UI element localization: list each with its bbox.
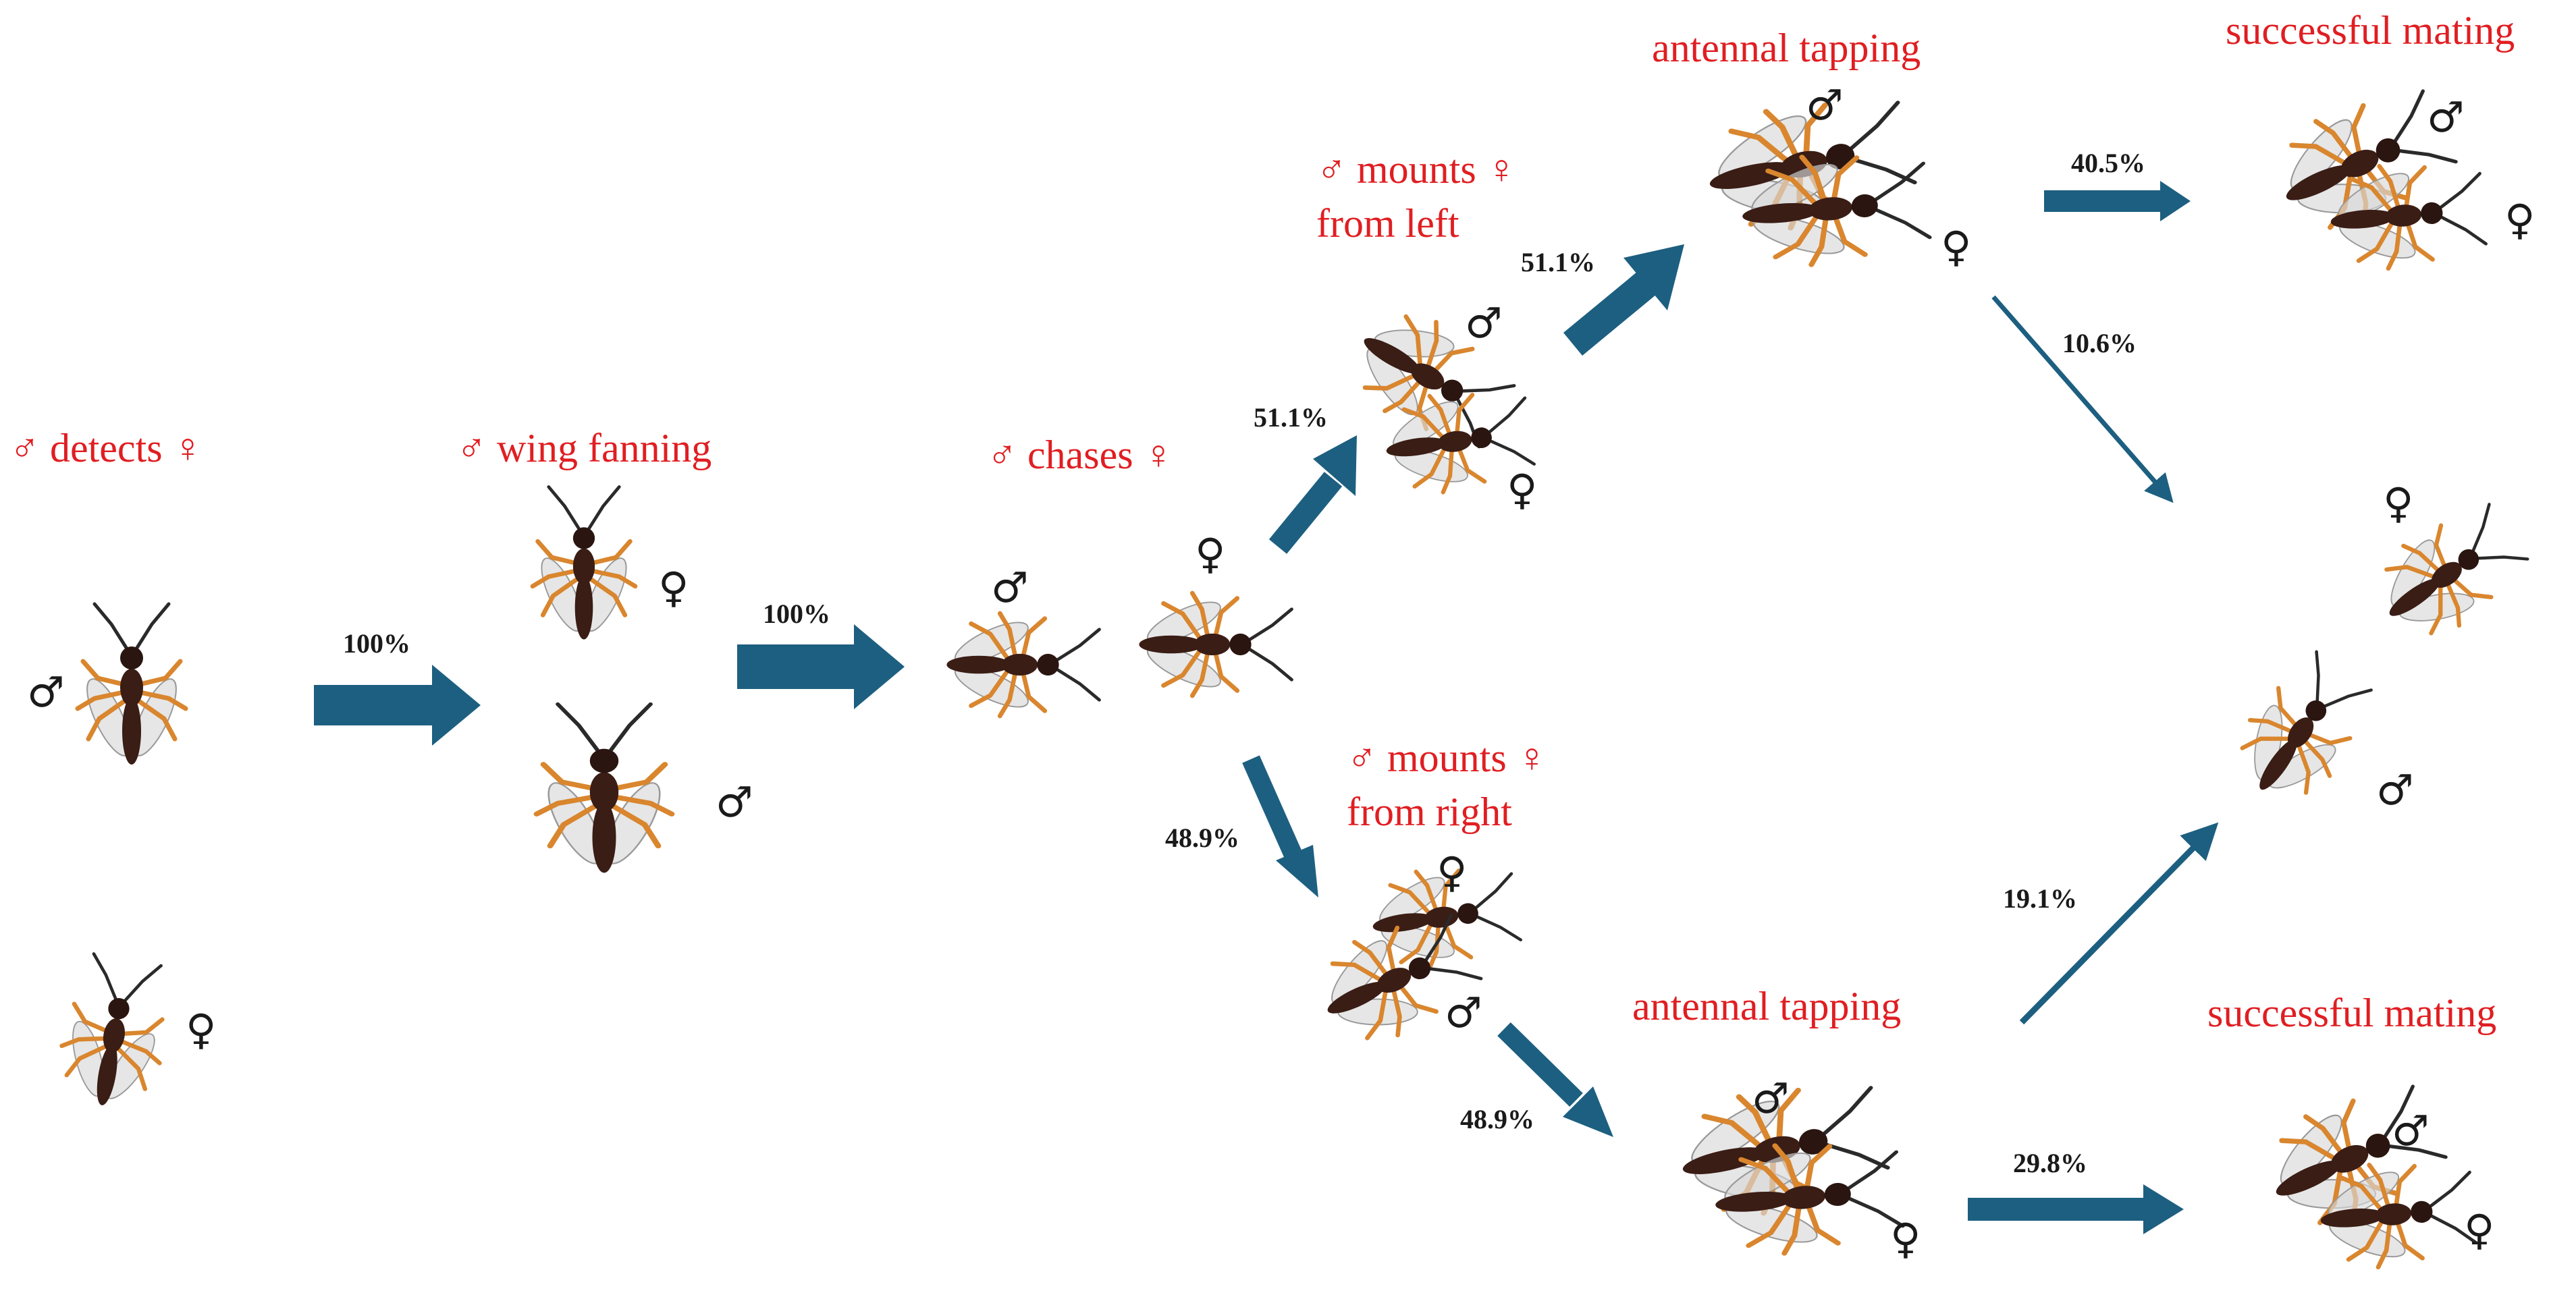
arrow-chase-to-left xyxy=(1268,435,1357,554)
pct-tapping-bottom-to-separate: 19.1% xyxy=(2003,883,2077,914)
female-symbol-mount-left: ♀ xyxy=(1507,465,1538,514)
pct-chase-to-left: 51.1% xyxy=(1254,402,1328,433)
label-tapping-top: antennal tapping xyxy=(1652,26,1921,70)
pct-tapping-top-to-separate: 10.6% xyxy=(2062,328,2137,358)
pct-tapping-top-to-mating: 40.5% xyxy=(2071,148,2145,178)
male-symbol-fanning: ♂ xyxy=(716,777,753,827)
arrow-tapping-bottom-to-mating xyxy=(1968,1184,2184,1234)
arrow-left-to-tapping xyxy=(1563,244,1684,356)
pct-left-to-tapping: 51.1% xyxy=(1521,247,1595,277)
male-symbol-chase: ♂ xyxy=(991,563,1029,612)
male-symbol-mating-top: ♂ xyxy=(2427,92,2465,142)
male-symbol-tapping-bottom: ♂ xyxy=(1752,1074,1790,1123)
female-symbol-mating-bottom: ♀ xyxy=(2464,1205,2495,1254)
wasp-male-separated xyxy=(2221,643,2384,817)
wasp-female-fanning xyxy=(533,487,635,640)
female-symbol-separated: ♀ xyxy=(2383,478,2414,528)
wasp-female-chase xyxy=(1139,593,1291,696)
wasp-male-chase xyxy=(946,613,1099,716)
pct-chase-to-right: 48.9% xyxy=(1165,823,1239,853)
arrow-right-to-tapping xyxy=(1497,1022,1613,1137)
wasp-male-fanning xyxy=(537,705,672,873)
female-symbol-tapping-top: ♀ xyxy=(1941,222,1972,271)
label-wing-fanning: ♂ wing fanning xyxy=(456,426,712,470)
arrow-detect-to-fan xyxy=(314,665,481,746)
wasp-female-detect xyxy=(53,951,176,1113)
label-mounts-right-line1: ♂ mounts ♀ xyxy=(1347,736,1547,780)
female-symbol-tapping-bottom: ♀ xyxy=(1890,1214,1921,1263)
label-mating-bottom: successful mating xyxy=(2207,991,2497,1035)
arrow-tapping-top-to-separate xyxy=(1991,295,2174,503)
label-tapping-bottom: antennal tapping xyxy=(1632,984,1902,1028)
label-detects: ♂ detects ♀ xyxy=(9,426,203,470)
female-symbol-mount-right: ♀ xyxy=(1437,848,1468,897)
male-symbol-mount-left: ♂ xyxy=(1465,298,1503,348)
label-mounts-left-line1: ♂ mounts ♀ xyxy=(1316,147,1517,192)
arrow-chase-to-right xyxy=(1242,755,1318,898)
pct-fan-to-chase: 100% xyxy=(763,599,830,629)
male-symbol-separated: ♂ xyxy=(2376,765,2414,815)
female-symbol-mating-top: ♀ xyxy=(2504,195,2535,244)
male-symbol-tapping-top: ♂ xyxy=(1806,80,1844,130)
pct-right-to-tapping: 48.9% xyxy=(1460,1104,1534,1134)
label-mating-top: successful mating xyxy=(2226,8,2515,53)
male-symbol-mating-bottom: ♂ xyxy=(2392,1106,2430,1155)
male-symbol-mount-right: ♂ xyxy=(1445,988,1482,1037)
arrow-tapping-top-to-mating xyxy=(2044,181,2191,221)
pct-detect-to-fan: 100% xyxy=(343,628,410,659)
arrow-tapping-bottom-to-separate xyxy=(2019,822,2219,1025)
wasp-male-detect xyxy=(78,604,186,765)
male-symbol-detect: ♂ xyxy=(27,667,65,717)
label-chases: ♂ chases ♀ xyxy=(987,433,1174,477)
female-symbol-fanning: ♀ xyxy=(658,563,689,612)
label-mounts-left-line2: from left xyxy=(1316,201,1459,246)
arrow-fan-to-chase xyxy=(737,624,905,709)
female-symbol-chase: ♀ xyxy=(1195,529,1226,578)
pct-tapping-bottom-to-mating: 29.8% xyxy=(2013,1148,2087,1178)
label-mounts-right-line2: from right xyxy=(1347,790,1512,834)
female-symbol-detect: ♀ xyxy=(186,1005,217,1054)
